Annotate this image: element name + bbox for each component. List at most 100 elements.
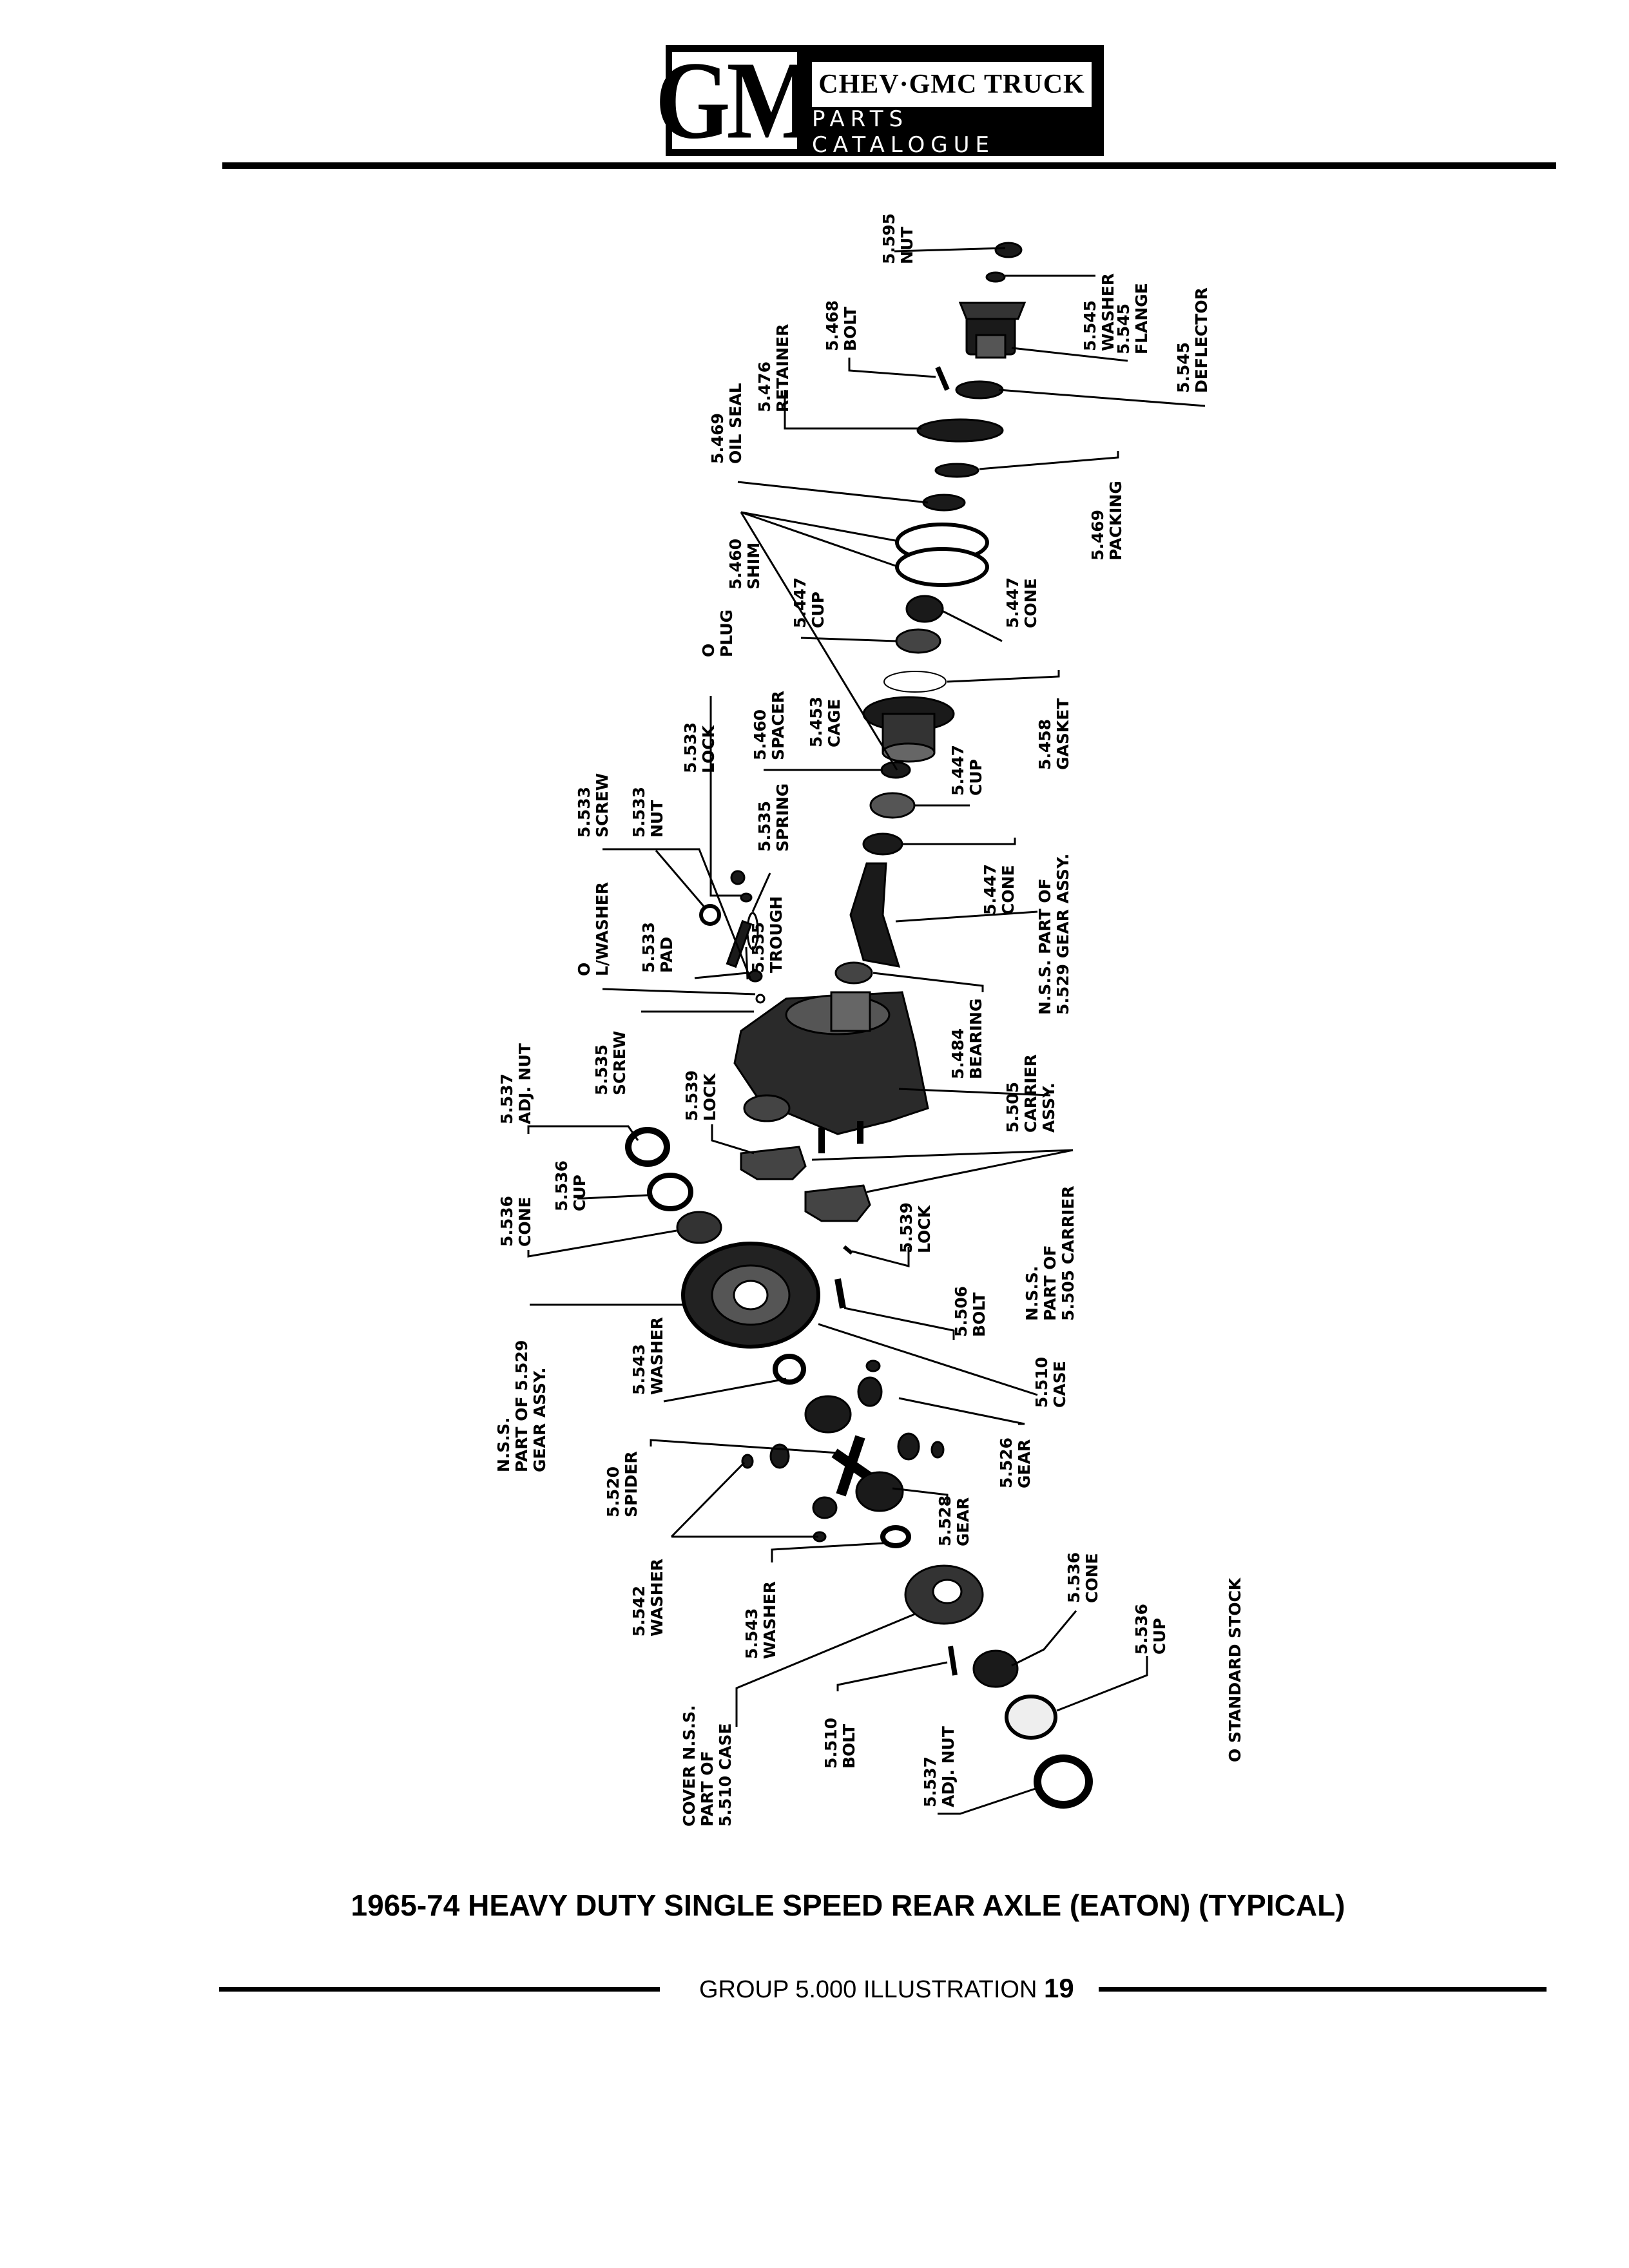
parts-artwork <box>625 242 1093 1809</box>
nut-5595-part <box>994 242 1023 258</box>
label-case-5510: 5.510CASE <box>1032 1357 1069 1408</box>
label-screw-5535: 5.535SCREW <box>592 1031 629 1095</box>
label-gasket-5458: 5.458GASKET <box>1036 698 1072 770</box>
label-washer-5545: 5.545WASHER <box>1081 273 1117 351</box>
footer-group-text: GROUP 5.000 ILLUSTRATION 19 <box>699 1973 1074 2004</box>
label-lock-5539-b: 5.539LOCK <box>897 1202 934 1253</box>
label-cage-5453: 5.453CAGE <box>807 697 843 747</box>
header-rule <box>222 162 1556 169</box>
label-cone-5536-a: 5.536CONE <box>497 1196 534 1247</box>
flange-part <box>958 302 1027 359</box>
pinion-lower-part <box>812 1496 838 1519</box>
cup-5447-b-part <box>869 792 916 819</box>
label-cup-5536-b: 5.536CUP <box>1132 1604 1169 1655</box>
figure-caption: 1965-74 HEAVY DUTY SINGLE SPEED REAR AXL… <box>351 1888 1345 1922</box>
label-carrier-5505: 5.505CARRIERASSY. <box>1003 1054 1058 1133</box>
footer-rule-left <box>219 1987 660 1992</box>
retainer-part <box>916 418 1004 443</box>
label-flange-5545: 5.545FLANGE <box>1114 283 1151 354</box>
label-lwasher-o: OL/WASHER <box>575 882 612 976</box>
label-adjnut-5537-b: 5.537ADJ. NUT <box>921 1726 958 1807</box>
label-spring-5535: 5.535SPRING <box>755 783 792 852</box>
drive-pinion-part <box>849 862 901 968</box>
label-spider-5520: 5.520SPIDER <box>604 1451 641 1517</box>
footer-group-label: GROUP 5.000 ILLUSTRATION <box>699 1976 1037 2003</box>
pinion-washer-right-part <box>930 1441 945 1459</box>
gm-logo-text: GM <box>655 39 818 162</box>
label-nss-5505: N.S.S.PART OF5.505 CARRIER <box>1023 1186 1077 1321</box>
cup-5536-a-part <box>647 1173 693 1211</box>
cage-part <box>862 696 955 763</box>
label-cup-5447-a: 5.447CUP <box>791 577 827 628</box>
label-adjnut-5537-a: 5.537ADJ. NUT <box>497 1043 534 1124</box>
brand-title-box: CHEV·GMC TRUCK <box>812 62 1092 107</box>
label-bearing-5484: 5.484BEARING <box>949 999 985 1079</box>
ring-gear-part <box>681 1242 820 1349</box>
label-trough-5535: 5.535TROUGH <box>749 896 786 973</box>
washer-5542-part-1 <box>741 1454 754 1469</box>
label-gear-5526: 5.526GEAR <box>997 1437 1034 1488</box>
brand-title: CHEV·GMC TRUCK <box>818 70 1085 99</box>
label-spacer-5460: 5.460SPACER <box>751 691 787 760</box>
bolt-5510-part <box>948 1646 958 1676</box>
label-washer-5542: 5.542WASHER <box>630 1559 666 1637</box>
shim-part-2 <box>895 547 989 587</box>
pinion-right-part <box>897 1432 920 1461</box>
gear-5528-part <box>855 1471 904 1512</box>
footer-rule-right <box>1099 1987 1547 1992</box>
gasket-part <box>883 671 947 693</box>
label-washer-5543-a: 5.543WASHER <box>630 1317 666 1395</box>
label-bolt-5468: 5.468BOLT <box>823 300 860 351</box>
label-screw-5533: 5.533SCREW <box>575 773 612 838</box>
bolt-5468-part <box>935 366 950 391</box>
label-shim-5460: 5.460SHIM <box>726 539 763 590</box>
label-nss-5529-b: N.S.S.PART OF 5.529GEAR ASSY. <box>494 1340 549 1472</box>
part-labels: 5.595NUT 5.545WASHER 5.545FLANGE 5.545DE… <box>494 213 1244 1827</box>
label-bolt-5506: 5.506BOLT <box>952 1286 988 1337</box>
plug-part <box>730 870 746 885</box>
screw-5533-part <box>726 919 753 968</box>
label-retainer-5476: 5.476RETAINER <box>755 324 792 412</box>
label-gear-5528: 5.528GEAR <box>936 1495 972 1546</box>
cone-5536-a-part <box>676 1211 722 1244</box>
packing-part <box>934 463 979 478</box>
cone-5447-a-part <box>905 595 944 623</box>
bearing-cap-upper-part <box>740 1146 807 1180</box>
lock-5533-part <box>740 892 753 903</box>
label-oilseal-5469: 5.469OIL SEAL <box>708 383 745 464</box>
lwasher-part <box>755 994 766 1004</box>
label-cup-5536-a: 5.536CUP <box>552 1160 589 1211</box>
label-nut-5595: 5.595NUT <box>880 213 916 264</box>
label-deflector-5545: 5.545DEFLECTOR <box>1174 287 1211 393</box>
washer-5543-a-part <box>773 1354 806 1385</box>
label-pad-5533: 5.533PAD <box>639 922 676 973</box>
label-cup-5447-b: 5.447CUP <box>949 745 985 796</box>
gm-logo: GM <box>655 45 818 157</box>
label-lock-5533: 5.533LOCK <box>681 722 718 773</box>
label-bolt-5510: 5.510BOLT <box>822 1718 858 1769</box>
label-cone-5447-b: 5.447CONE <box>981 864 1017 915</box>
label-cone-5447-a: 5.447CONE <box>1003 577 1040 628</box>
cup-5536-b-part <box>1005 1695 1057 1740</box>
pinion-left-part <box>769 1443 790 1469</box>
label-cover-5510: COVER N.S.S.PART OF5.510 CASE <box>680 1705 735 1827</box>
washer-5545-part <box>985 271 1006 283</box>
cone-5536-b-part <box>972 1649 1019 1688</box>
pinion-washer-upper-part <box>865 1360 881 1372</box>
footer-illustration-number: 19 <box>1044 1973 1074 2003</box>
adjnut-5537-b-part <box>1034 1754 1093 1809</box>
leader-lines <box>527 247 1206 1815</box>
legend-standard-stock: O STANDARD STOCK <box>1226 1577 1244 1762</box>
bearing-part <box>834 961 873 985</box>
label-washer-5543-b: 5.543WASHER <box>742 1581 779 1659</box>
bearing-cap-lower-part <box>804 1184 871 1222</box>
catalogue-subtitle: PARTS CATALOGUE <box>812 106 995 158</box>
label-nss-5529-a: N.S.S. PART OF5.529 GEAR ASSY. <box>1036 854 1072 1015</box>
deflector-part <box>955 380 1004 399</box>
adjnut-5537-a-part <box>625 1127 670 1167</box>
label-lock-5539-a: 5.539LOCK <box>682 1070 719 1121</box>
oilseal-part <box>922 494 966 512</box>
gear-5526-part <box>857 1376 883 1407</box>
nut-5533-part <box>699 904 721 926</box>
